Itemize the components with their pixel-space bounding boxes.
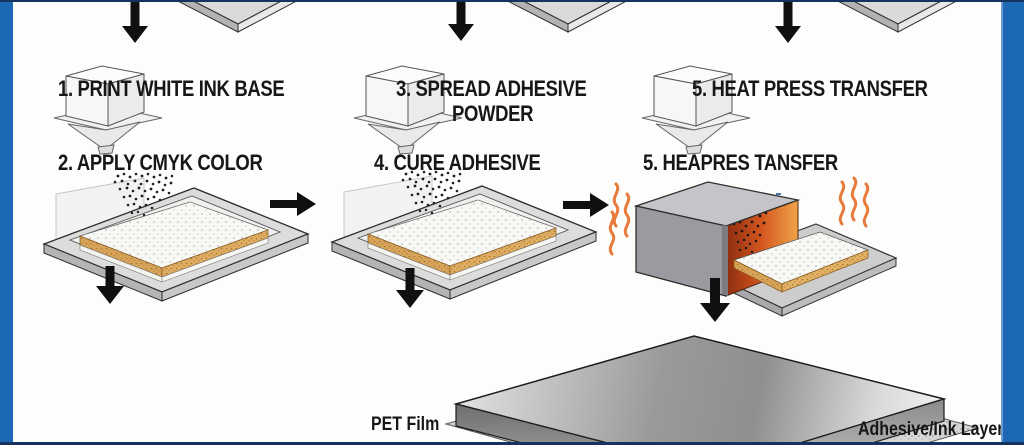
down-arrow-bottom-1-icon <box>96 266 124 304</box>
ink-hopper-1-icon <box>50 64 170 156</box>
platen-corner-top-3 <box>832 0 962 36</box>
frame-border-left <box>0 0 13 445</box>
platen-corner-top-1 <box>172 0 302 36</box>
down-arrow-bottom-3-icon <box>700 278 730 322</box>
step-label-5: 5. HEAT PRESS TRANSFER <box>692 76 928 101</box>
heat-press-oven <box>606 168 900 318</box>
right-arrow-1-icon <box>270 192 316 216</box>
down-arrow-bottom-2-icon <box>396 268 424 308</box>
down-arrow-top-2-icon <box>448 0 474 41</box>
step-label-4: 4. CURE ADHESIVE <box>374 150 541 175</box>
pet-film-label: PET Film <box>371 414 440 435</box>
heat-waves-left-icon <box>608 182 631 256</box>
ink-spray-dots <box>401 170 462 215</box>
step-label-2: 2. APPLY CMYK COLOR <box>58 150 263 175</box>
frame-border-top <box>0 0 1024 2</box>
step-label-1: 1. PRINT WHITE INK BASE <box>58 76 285 101</box>
step-label-3-line1: 3. SPREAD ADHESIVE <box>396 76 587 101</box>
ink-spray-dots <box>113 172 174 217</box>
frame-border-bottom <box>0 442 1024 445</box>
down-arrow-top-3-icon <box>775 0 801 43</box>
heat-waves-right-icon <box>838 176 870 228</box>
down-arrow-top-1-icon <box>122 0 148 43</box>
ink-hopper-2-icon <box>350 64 470 156</box>
adhesive-ink-layer-label: Adhesive/Ink Layer <box>858 419 1004 440</box>
pet-film-slab <box>430 330 1001 445</box>
frame-border-right <box>1001 0 1024 445</box>
ink-hopper-3-icon <box>638 64 758 156</box>
step-label-3-line2: POWDER <box>452 101 534 126</box>
step-label-5b: 5. HEAPRES TANSFER <box>643 150 838 175</box>
print-platen-2 <box>328 170 600 302</box>
platen-corner-top-2 <box>502 0 632 36</box>
right-arrow-2-icon <box>563 193 609 217</box>
